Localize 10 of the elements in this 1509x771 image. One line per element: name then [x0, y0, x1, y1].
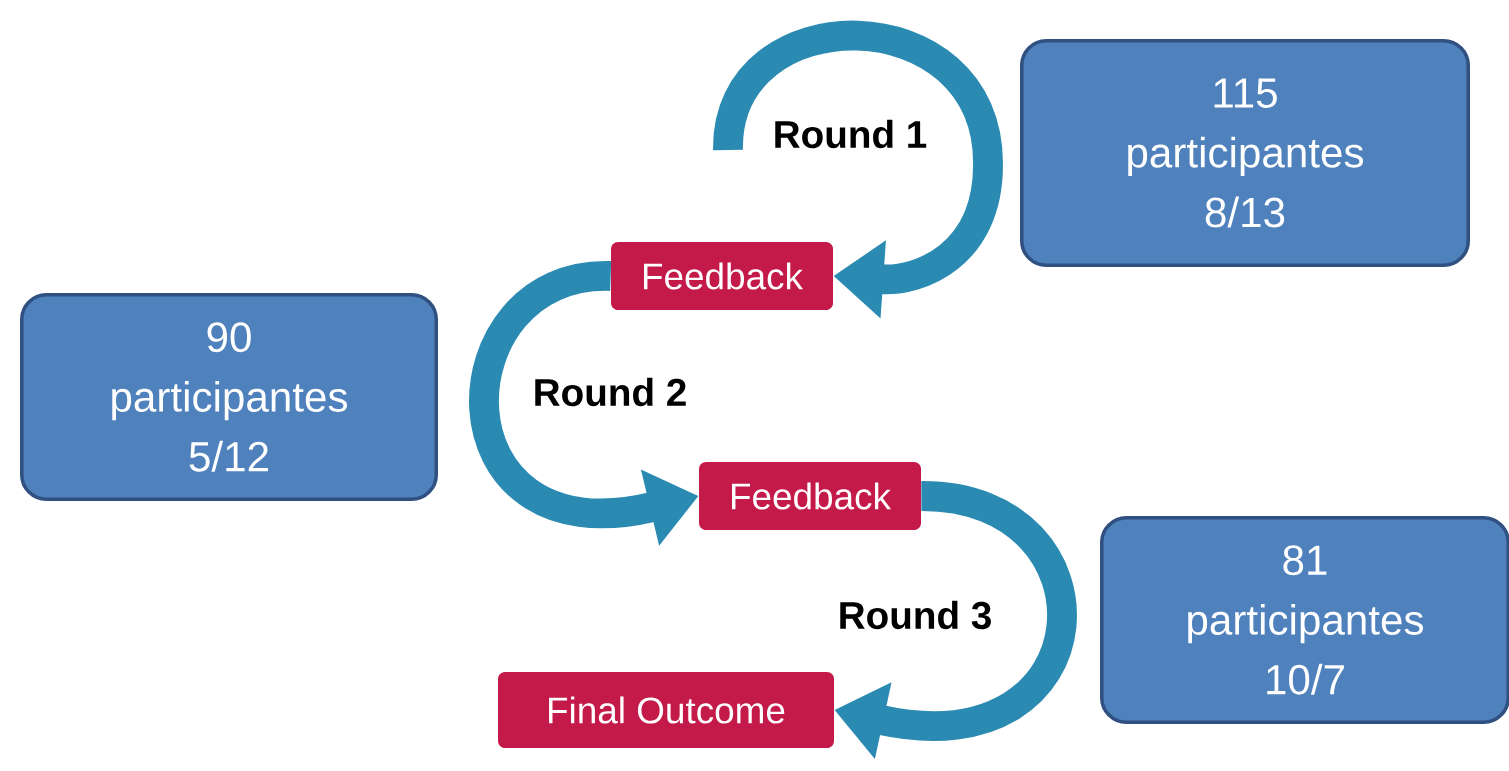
round-label: Round 2: [535, 377, 686, 407]
info-box: 90 participantes 5/12: [20, 293, 438, 501]
feedback-box: Final Outcome: [498, 672, 834, 748]
feedback-box: Feedback: [611, 242, 833, 310]
curved-arrow: [713, 20, 1003, 319]
round-label: Round 3: [840, 600, 991, 630]
info-box: 81 participantes 10/7: [1100, 516, 1509, 724]
feedback-box: Feedback: [699, 462, 921, 530]
info-box: 115 participantes 8/13: [1020, 39, 1470, 267]
round-label: Round 1: [775, 119, 927, 149]
